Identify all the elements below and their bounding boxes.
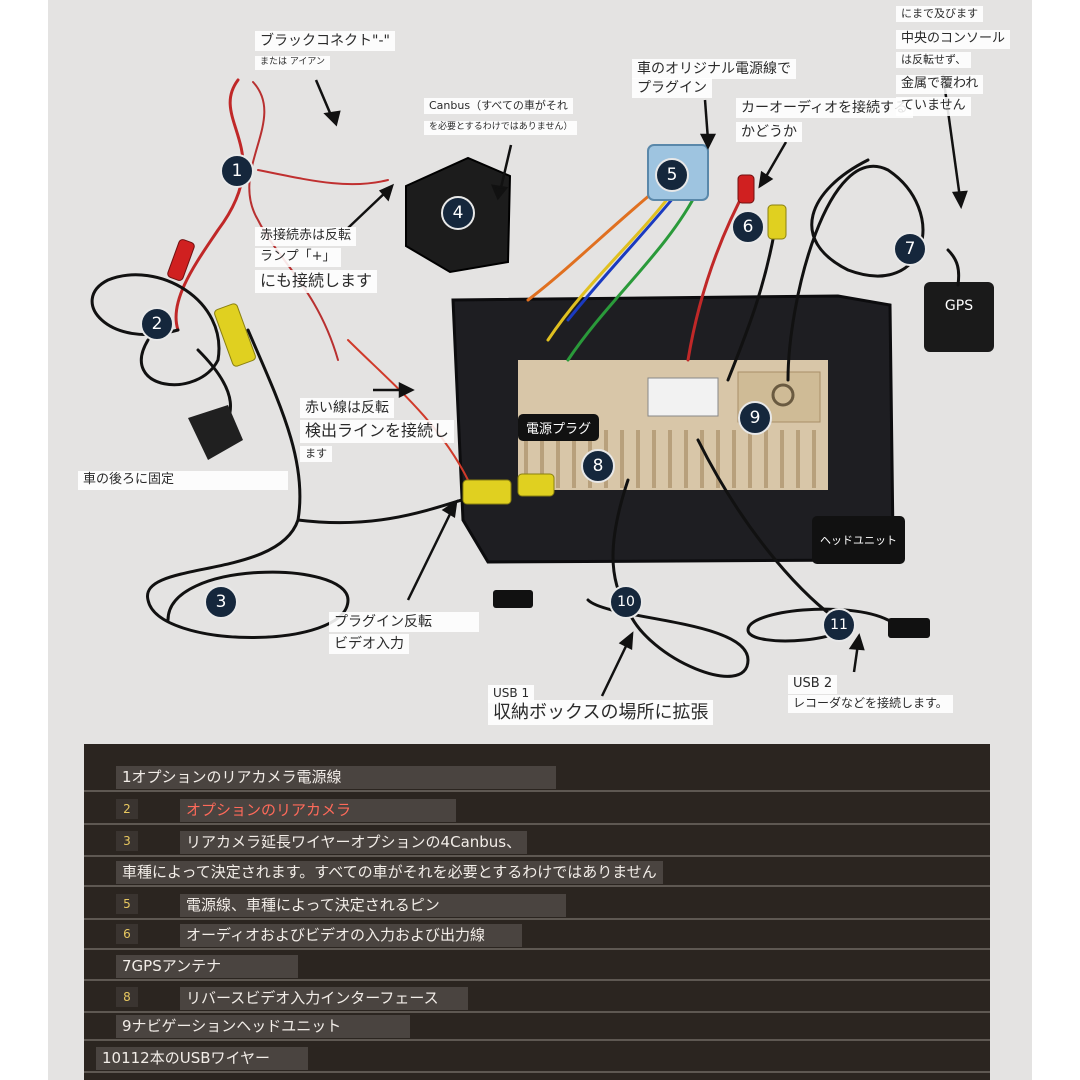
badge-11: 11 bbox=[822, 608, 856, 642]
legend-row-text: 10112本のUSBワイヤー bbox=[96, 1047, 308, 1070]
label-console-3: は反転せず、 bbox=[896, 52, 972, 69]
label-orig-power-2: プラグイン bbox=[632, 78, 712, 99]
legend-table: 1オプションのリアカメラ電源線 2 オプションのリアカメラ 3 リアカメラ延長ワ… bbox=[84, 744, 990, 1080]
label-canbus-note-1: Canbus（すべての車がそれ bbox=[424, 98, 573, 115]
legend-row: 9ナビゲーションヘッドユニット bbox=[84, 1015, 990, 1041]
legend-row-text: 電源線、車種によって決定されるピン bbox=[180, 894, 566, 917]
label-head-unit: ヘッドユニット bbox=[812, 516, 905, 564]
label-usb1-title: USB 1 bbox=[488, 685, 535, 703]
legend-row: 車種によって決定されます。すべての車がそれを必要とするわけではありません bbox=[84, 861, 990, 887]
legend-row-text: オプションのリアカメラ bbox=[180, 799, 456, 822]
legend-row: 1オプションのリアカメラ電源線 bbox=[84, 766, 990, 792]
badge-3: 3 bbox=[204, 585, 238, 619]
label-car-audio-2: かどうか bbox=[736, 122, 802, 143]
legend-row-text: リアカメラ延長ワイヤーオプションの4Canbus、 bbox=[180, 831, 528, 854]
label-also-connect: にも接続します bbox=[255, 270, 378, 293]
gps-module-label: GPS bbox=[944, 298, 974, 314]
label-rear-fix: 車の後ろに固定 bbox=[78, 471, 288, 490]
legend-row-number: 5 bbox=[116, 894, 138, 914]
legend-row-number: 6 bbox=[116, 924, 138, 944]
label-lamp-plus: ランプ「+」 bbox=[255, 248, 341, 267]
badge-5: 5 bbox=[655, 158, 689, 192]
label-usb2-desc: レコーダなどを接続します。 bbox=[788, 695, 953, 713]
badge-1: 1 bbox=[220, 154, 254, 188]
legend-row: 5 電源線、車種によって決定されるピン bbox=[84, 894, 990, 920]
legend-row: 6 オーディオおよびビデオの入力および出力線 bbox=[84, 924, 990, 950]
legend-row-text: 1オプションのリアカメラ電源線 bbox=[116, 766, 556, 789]
label-usb2-title: USB 2 bbox=[788, 675, 838, 694]
legend-row: 8 リバースビデオ入力インターフェース bbox=[84, 987, 990, 1013]
label-red-line-2: 検出ラインを接続し bbox=[300, 420, 455, 443]
badge-2: 2 bbox=[140, 307, 174, 341]
label-plugin-reverse-1: プラグイン反転 bbox=[329, 612, 479, 633]
label-canbus-note-2: を必要とするわけではありません） bbox=[424, 121, 578, 135]
label-power-plug: 電源プラグ bbox=[518, 414, 600, 441]
label-plugin-reverse-2: ビデオ入力 bbox=[329, 634, 409, 655]
legend-row: 10112本のUSBワイヤー bbox=[84, 1047, 990, 1073]
legend-row-text: オーディオおよびビデオの入力および出力線 bbox=[180, 924, 522, 947]
label-red-line-1: 赤い線は反転 bbox=[300, 398, 394, 419]
label-red-line-3: ます bbox=[300, 446, 332, 463]
badge-7: 7 bbox=[893, 232, 927, 266]
legend-row: 2 オプションのリアカメラ bbox=[84, 799, 990, 825]
legend-row-text: 車種によって決定されます。すべての車がそれを必要とするわけではありません bbox=[116, 861, 663, 884]
label-console-5: ていません bbox=[896, 97, 971, 116]
label-car-audio-1: カーオーディオを接続する bbox=[736, 98, 914, 119]
label-console-2: 中央のコンソール bbox=[896, 30, 1011, 49]
legend-row-text: リバースビデオ入力インターフェース bbox=[180, 987, 468, 1010]
label-red-reverse: 赤接続赤は反転 bbox=[255, 227, 357, 246]
label-orig-power-1: 車のオリジナル電源線で bbox=[632, 59, 796, 80]
label-black-connect: ブラックコネクト"-" bbox=[255, 31, 395, 52]
label-console-4: 金属で覆われ bbox=[896, 75, 984, 94]
label-console-1: にまで及びます bbox=[896, 6, 983, 23]
badge-6: 6 bbox=[731, 210, 765, 244]
legend-row-number: 3 bbox=[116, 831, 138, 851]
legend-row: 3 リアカメラ延長ワイヤーオプションの4Canbus、 bbox=[84, 831, 990, 857]
badge-4: 4 bbox=[441, 196, 475, 230]
badge-8: 8 bbox=[581, 449, 615, 483]
legend-row-text: 7GPSアンテナ bbox=[116, 955, 298, 978]
legend-row: 7GPSアンテナ bbox=[84, 955, 990, 981]
badge-9: 9 bbox=[738, 401, 772, 435]
label-usb1-desc: 収納ボックスの場所に拡張 bbox=[488, 700, 714, 726]
legend-row-number: 2 bbox=[116, 799, 138, 819]
label-or-iron: または アイアン bbox=[255, 56, 331, 70]
badge-10: 10 bbox=[609, 585, 643, 619]
legend-row-text: 9ナビゲーションヘッドユニット bbox=[116, 1015, 410, 1038]
legend-row-number: 8 bbox=[116, 987, 138, 1007]
